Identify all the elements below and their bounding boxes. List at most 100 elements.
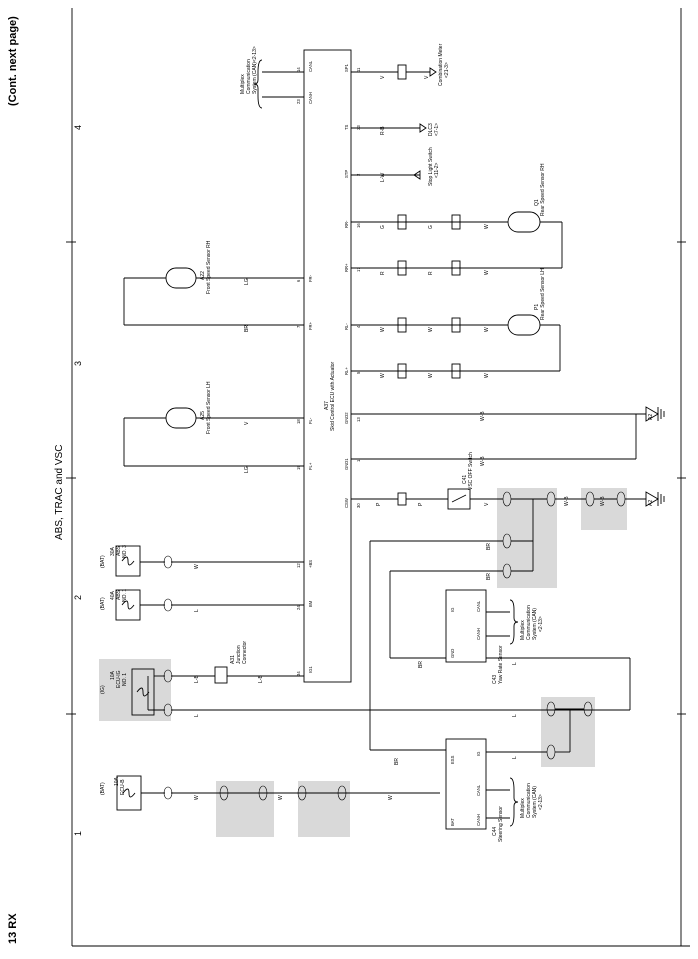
svg-text:Multiplex: Multiplex: [520, 620, 526, 640]
svg-text:W: W: [380, 373, 386, 378]
svg-text:34: 34: [296, 671, 301, 676]
svg-text:CANH: CANH: [308, 92, 313, 104]
svg-text:11: 11: [356, 67, 361, 72]
svg-text:24: 24: [296, 605, 301, 610]
ecu-left-pin-numbers: 34 24 12 19 18 7 6 23 14: [296, 67, 301, 676]
svg-text:GND: GND: [450, 649, 455, 658]
svg-text:1: 1: [356, 459, 361, 462]
svg-text:ABS: ABS: [116, 589, 122, 600]
svg-text:V: V: [484, 502, 490, 506]
svg-text:ECU-IG: ECU-IG: [116, 670, 122, 688]
ecu-left-pins: IG1 BM +BS FL+ FL- FR+ FR- CANH CANL: [308, 60, 313, 673]
svg-text:<11-2>: <11-2>: [434, 162, 440, 178]
svg-text:G: G: [380, 225, 386, 229]
svg-text:C44: C44: [492, 827, 498, 836]
svg-text:RL-: RL-: [344, 323, 349, 330]
svg-text:BR: BR: [486, 573, 492, 580]
svg-text:(IG): (IG): [100, 685, 106, 694]
svg-text:40A: 40A: [110, 590, 116, 600]
column-2: 2: [73, 595, 83, 600]
svg-text:G: G: [428, 225, 434, 229]
svg-text:NO. 3: NO. 3: [122, 545, 128, 558]
svg-text:BAT: BAT: [450, 818, 455, 826]
svg-text:L: L: [512, 756, 518, 759]
svg-text:L-B: L-B: [258, 675, 264, 683]
svg-text:+BS: +BS: [308, 560, 313, 568]
svg-text:W-B: W-B: [480, 411, 486, 421]
svg-text:IG: IG: [476, 752, 481, 756]
wires-can-left: [253, 59, 519, 827]
column-ticks: [66, 241, 686, 715]
fuse-ecu-ig: (IG) 10A ECU-IG NO. 1: [100, 668, 155, 716]
svg-text:System (CAN)<2-13>: System (CAN)<2-13>: [252, 46, 258, 94]
svg-text:12: 12: [296, 563, 301, 568]
vsc-switch-name: VSC OFF Switch: [468, 452, 474, 490]
svg-text:BR: BR: [486, 543, 492, 550]
wires-front: [123, 267, 304, 467]
svg-text:14: 14: [296, 67, 301, 72]
svg-text:W-B: W-B: [600, 496, 606, 506]
svg-text:W: W: [484, 224, 490, 229]
svg-text:W-B: W-B: [564, 496, 570, 506]
svg-text:W-B: W-B: [480, 456, 486, 466]
svg-text:L: L: [512, 662, 518, 665]
svg-text:GND1: GND1: [344, 458, 349, 470]
svg-text:Communication: Communication: [526, 783, 532, 818]
svg-text:W: W: [388, 795, 394, 800]
wire-color-labels: W W W L-B L-B L L L W BR BR BR BR L L P …: [194, 75, 606, 800]
svg-text:SP1: SP1: [344, 63, 349, 72]
fr-sensor-code: A22: [200, 271, 206, 280]
continuation-note: (Cont. next page): [7, 16, 19, 106]
svg-text:W: W: [428, 373, 434, 378]
rr-sensor-code: Q1: [534, 199, 540, 206]
svg-text:W: W: [484, 373, 490, 378]
wires-ig-sensors: [369, 499, 631, 753]
svg-text:W: W: [194, 795, 200, 800]
svg-text:Connector: Connector: [242, 641, 248, 664]
ecu-right-pin-numbers: 30 1 13 5 4 17 16 2 33 11: [356, 67, 361, 508]
svg-text:<2-13>: <2-13>: [538, 794, 544, 810]
svg-text:FL-: FL-: [308, 417, 313, 424]
fl-sensor-code: A25: [200, 411, 206, 420]
svg-text:<21-3>: <21-3>: [444, 62, 450, 78]
svg-text:DLC3: DLC3: [428, 123, 434, 136]
svg-text:<2-13>: <2-13>: [538, 616, 544, 632]
svg-text:ABS: ABS: [116, 545, 122, 556]
svg-text:L-B: L-B: [194, 675, 200, 683]
fuse-abs-1: (BAT) 40A ABS NO. 1: [100, 589, 141, 621]
svg-text:GND2: GND2: [344, 412, 349, 424]
svg-text:FL+: FL+: [308, 462, 313, 470]
fl-sensor-name: Front Speed Sensor LH: [206, 381, 212, 434]
svg-text:RL+: RL+: [344, 367, 349, 375]
fr-sensor-name: Front Speed Sensor RH: [206, 240, 212, 294]
svg-text:Stop Light Switch: Stop Light Switch: [428, 147, 434, 186]
svg-text:NO. 1: NO. 1: [122, 673, 128, 686]
svg-text:CANH: CANH: [476, 814, 481, 826]
svg-text:FR-: FR-: [308, 274, 313, 282]
svg-text:V: V: [244, 421, 250, 425]
svg-text:ECU-B: ECU-B: [120, 779, 126, 795]
svg-text:FR+: FR+: [308, 321, 313, 330]
system-title: ABS, TRAC and VSC: [54, 445, 65, 540]
svg-text:4: 4: [356, 325, 361, 328]
ground-a2-1: A2: [648, 414, 654, 420]
svg-text:30: 30: [356, 503, 361, 508]
rl-sensor-name: Rear Speed Sensor LH: [540, 268, 546, 320]
svg-text:W: W: [428, 327, 434, 332]
svg-text:10A: 10A: [110, 670, 116, 680]
svg-text:R: R: [428, 271, 434, 275]
svg-text:V: V: [380, 75, 386, 79]
svg-text:5: 5: [356, 371, 361, 374]
svg-text:BR: BR: [244, 325, 250, 332]
svg-text:BR: BR: [418, 661, 424, 668]
svg-text:30A: 30A: [110, 546, 116, 556]
svg-text:Combination Meter: Combination Meter: [438, 43, 444, 86]
svg-text:System (CAN): System (CAN): [532, 786, 538, 818]
svg-text:IG1: IG1: [308, 666, 313, 673]
svg-text:L: L: [194, 714, 200, 717]
svg-text:(BAT): (BAT): [100, 597, 106, 610]
svg-text:W: W: [484, 327, 490, 332]
svg-text:NO. 1: NO. 1: [122, 589, 128, 602]
